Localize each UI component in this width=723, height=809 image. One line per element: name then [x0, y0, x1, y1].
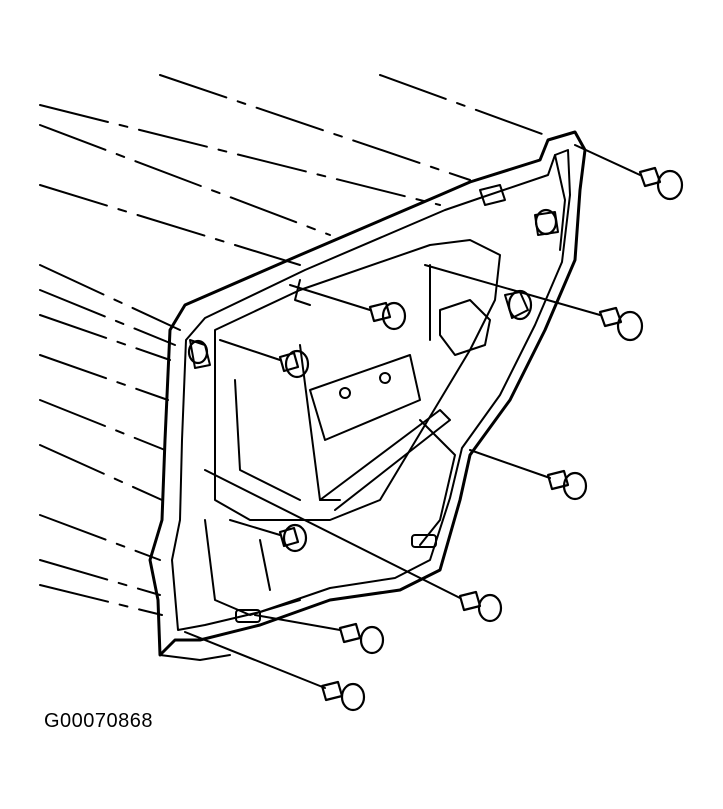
fastener-stud-upper [534, 208, 558, 236]
fasteners [187, 166, 684, 712]
fastener-screw-2 [598, 306, 644, 342]
fastener-screw-8 [458, 590, 503, 623]
fastener-stud-left [187, 339, 209, 365]
fastener-screw-6 [546, 469, 588, 501]
fastener-screw-7 [278, 523, 308, 553]
fastener-screw-1 [638, 166, 684, 201]
guide-lines [39, 74, 546, 616]
fastener-screw-5 [507, 289, 533, 321]
fastener-leaders [184, 144, 641, 689]
fastener-screw-4 [278, 349, 310, 379]
figure-reference-code: G00070868 [44, 710, 154, 732]
module-inner-detail [189, 154, 566, 623]
fastener-screw-3 [368, 301, 407, 331]
fastener-screw-9 [338, 622, 385, 655]
fastener-screw-10 [320, 680, 366, 712]
